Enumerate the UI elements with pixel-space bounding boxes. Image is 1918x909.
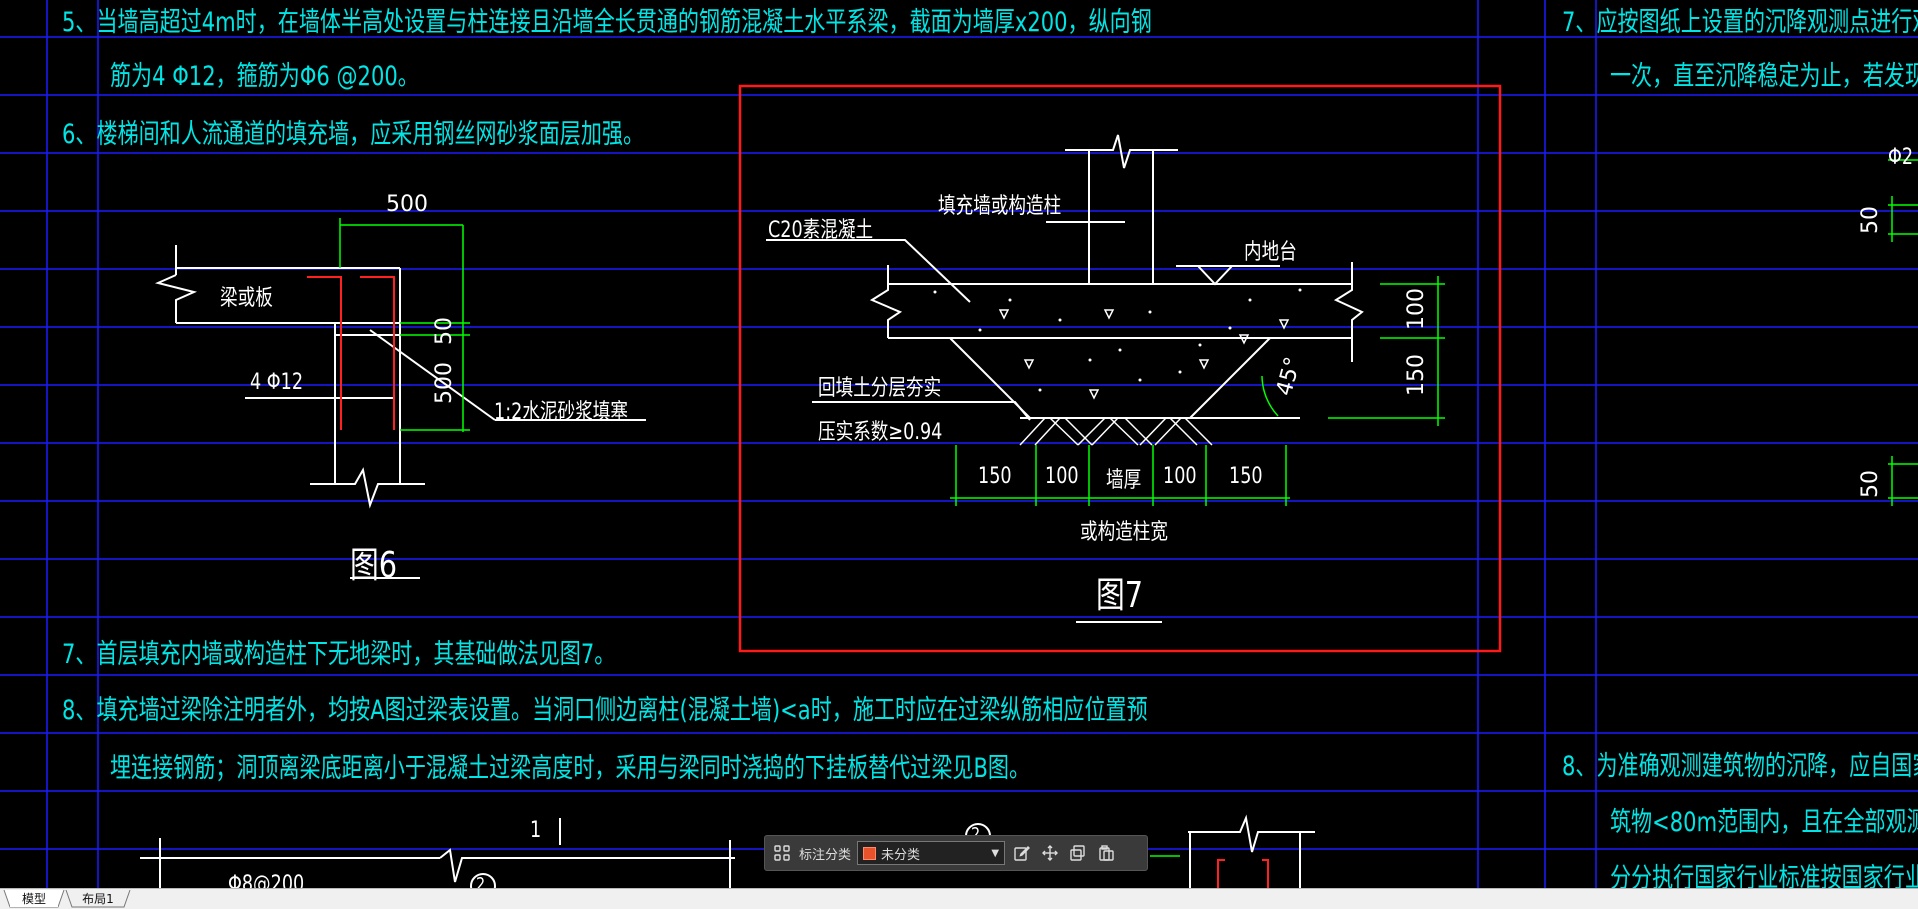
right-fig-dim-b: 50 — [1858, 470, 1883, 498]
fig6-rebar — [307, 276, 395, 430]
note-8-line-2: 埋连接钢筋；洞顶离梁底距离小于混凝土过梁高度时，采用与梁同时浇捣的下挂板替代过梁… — [110, 753, 1031, 784]
fig7-width-label: 或构造柱宽 — [1080, 520, 1169, 545]
note-8-line-1: 8、填充墙过梁除注明者外，均按A图过梁表设置。当洞口侧边离柱(混凝土墙)<a时，… — [62, 695, 1148, 726]
lower-fig-circle-2a: 2 — [971, 824, 980, 845]
fig6-dim-top: 500 — [386, 192, 428, 217]
fig7-bottom-dim-3: 墙厚 — [1106, 468, 1142, 493]
fig7-title: 图7 — [1096, 575, 1144, 616]
fig6-geometry — [154, 245, 646, 579]
annotation-toolbar: 标注分类 未分类 ▼ — [764, 835, 1148, 871]
note-7: 7、首层填充内墙或构造柱下无地梁时，其基础做法见图7。 — [62, 639, 616, 670]
right-note-8-line-1: 8、为准确观测建筑物的沉降，应自国家网 — [1562, 751, 1918, 782]
fig7-bottom-dim-5: 150 — [1229, 464, 1263, 489]
right-note-8-line-2: 筑物<80m范围内，且在全部观测期 — [1610, 807, 1918, 838]
category-selected-value: 未分类 — [881, 847, 921, 863]
paste-icon[interactable] — [1095, 842, 1117, 864]
fig6-dim-50: 50 — [432, 317, 457, 345]
right-note-7-line-2: 一次，直至沉降稳定为止，若发现沉降 — [1610, 61, 1918, 92]
fig7-compaction-label: 压实系数≥0.94 — [818, 420, 943, 445]
category-label: 标注分类 — [799, 847, 852, 863]
tab-layout1[interactable]: 布局1 — [82, 892, 114, 906]
drawing-geometry — [0, 0, 1918, 888]
fig7-fill-label: 回填土分层夯实 — [818, 376, 942, 401]
lower-fig-circle-2b: 2 — [476, 874, 486, 895]
chevron-down-icon: ▼ — [991, 847, 1000, 859]
category-color-swatch — [863, 846, 877, 860]
layout-tab-bar: 模型 布局1 — [0, 888, 1918, 909]
right-fig-rebar-label: Φ2 — [1888, 145, 1914, 170]
right-fig-dimensions — [1888, 159, 1918, 506]
fig6-dimensions — [339, 218, 470, 432]
right-note-7-line-1: 7、应按图纸上设置的沉降观测点进行观 — [1562, 7, 1918, 38]
edit-icon[interactable] — [1011, 842, 1033, 864]
fig6-rebar-label: 4 Φ12 — [250, 370, 304, 395]
fig7-wall-label: 填充墙或构造柱 — [938, 194, 1062, 219]
fig6-beam-label: 梁或板 — [220, 286, 273, 311]
highlight-frame — [738, 84, 1502, 653]
right-fig-dim-a: 50 — [1858, 206, 1883, 234]
fig7-bottom-dim-1: 150 — [978, 464, 1012, 489]
fig6-mortar-label: 1:2水泥砂浆填塞 — [494, 400, 628, 425]
vertical-grid-lines — [46, 0, 1597, 888]
fig7-aggregate — [933, 288, 1302, 392]
tab-model[interactable]: 模型 — [10, 890, 58, 907]
lower-fig-num-1: 1 — [530, 818, 542, 843]
fig7-bottom-dim-2: 100 — [1045, 464, 1079, 489]
note-5-line-2: 筋为4 Φ12，箍筋为Φ6 @200。 — [110, 61, 419, 92]
lower-fig-rebar — [1217, 859, 1269, 888]
fig7-geometry — [766, 134, 1364, 623]
fig7-bottom-dim-4: 100 — [1163, 464, 1197, 489]
fig6-title: 图6 — [350, 545, 398, 586]
grid-apps-icon[interactable] — [771, 842, 793, 864]
fig7-floor-label: 内地台 — [1244, 240, 1297, 265]
note-5-line-1: 5、当墙高超过4m时，在墙体半高处设置与柱连接且沿墙全长贯通的钢筋混凝土水平系梁… — [62, 7, 1152, 38]
note-6: 6、楼梯间和人流通道的填充墙，应采用钢丝网砂浆面层加强。 — [62, 119, 645, 150]
category-select[interactable]: 未分类 ▼ — [857, 841, 1006, 865]
fig7-dim-100: 100 — [1404, 288, 1429, 330]
fig7-hatch — [1019, 417, 1213, 446]
horizontal-grid-lines — [0, 36, 1918, 850]
fig7-concrete-label: C20素混凝土 — [768, 218, 874, 243]
fig7-dimensions — [950, 276, 1445, 506]
copy-icon[interactable] — [1067, 842, 1089, 864]
fig6-dim-500: 500 — [432, 362, 457, 404]
fig7-aggregate-triangles — [998, 309, 1290, 400]
fig7-dim-150: 150 — [1404, 354, 1429, 396]
move-icon[interactable] — [1039, 842, 1061, 864]
